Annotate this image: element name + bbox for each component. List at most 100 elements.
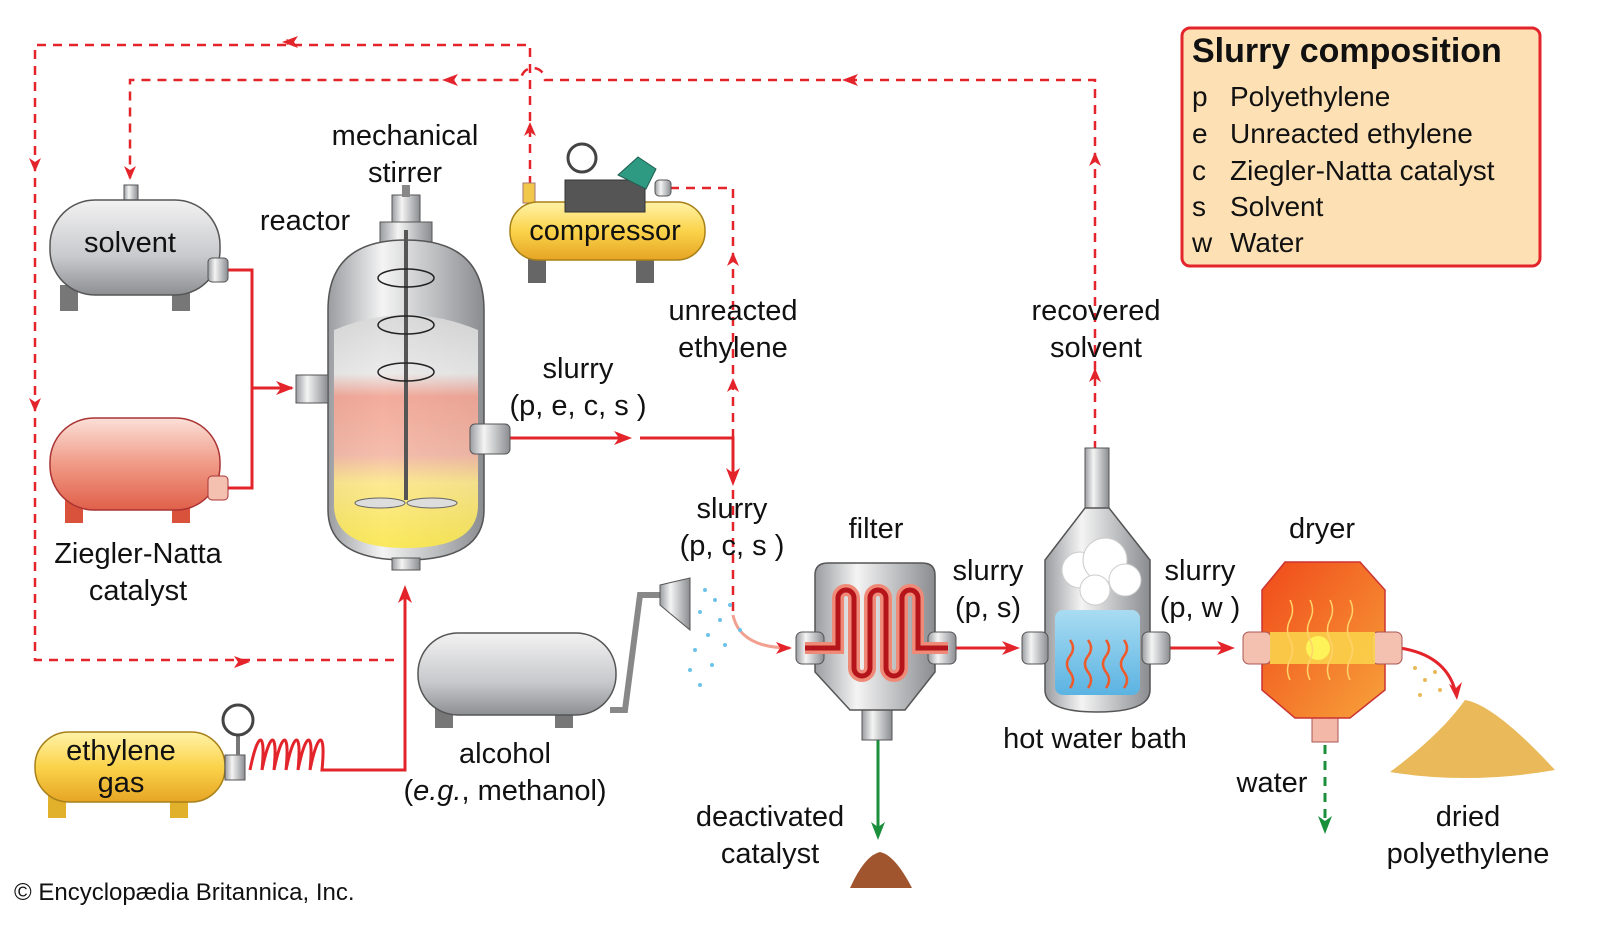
steam-cloud	[1061, 537, 1142, 606]
heat-waves	[1286, 599, 1354, 681]
alcohol-tank	[417, 577, 742, 728]
recovered-solvent-label: recovered	[1032, 295, 1161, 327]
arrow-up-icon	[398, 585, 412, 603]
compressor	[509, 142, 706, 283]
main-flow-lines	[222, 268, 1462, 840]
arrow-down-icon	[1318, 816, 1332, 834]
reactor-outlet-line	[510, 436, 735, 478]
reactor	[295, 185, 511, 571]
solvent-catalyst-feed-line	[222, 268, 292, 490]
solvent-recycle-line	[128, 66, 1097, 450]
arrow-right-icon	[276, 381, 294, 395]
dried-polyethylene-label: dried	[1436, 801, 1501, 833]
recycle-lines	[29, 36, 1101, 668]
arrow-right-icon	[776, 642, 792, 654]
alcohol-label: (e.g., methanol)	[403, 775, 606, 807]
arrow-down-icon	[29, 158, 41, 172]
polyethylene-particles	[1413, 666, 1442, 697]
slurry-ps-label: slurry	[953, 555, 1024, 587]
arrow-up-icon	[1089, 368, 1101, 382]
catalyst-label: Ziegler-Natta	[54, 538, 222, 570]
heat-waves	[1065, 639, 1129, 689]
deactivated-catalyst-label: deactivated	[696, 801, 844, 833]
dryer	[1242, 561, 1403, 743]
svg-text:Solvent: Solvent	[1230, 191, 1324, 222]
legend-item: w Water	[1191, 227, 1304, 258]
svg-text:Polyethylene: Polyethylene	[1230, 81, 1390, 112]
arrow-up-icon	[727, 252, 739, 266]
copyright: © Encyclopædia Britannica, Inc.	[14, 879, 355, 906]
pressure-gauge-icon	[221, 703, 255, 737]
slurry-ps-label: (p, s)	[955, 592, 1021, 624]
slurry-pw-label: (p, w )	[1160, 592, 1241, 624]
slurry-to-filter-line	[731, 614, 791, 650]
compressor-label: compressor	[529, 215, 681, 247]
slurry-pecs-label: slurry	[543, 353, 614, 385]
coil	[248, 738, 340, 772]
hot-water-bath	[1021, 447, 1171, 713]
deactivated-catalyst-pile	[850, 852, 912, 888]
catalyst-tank	[49, 417, 229, 523]
solvent-tank	[49, 184, 229, 311]
svg-text:s: s	[1192, 191, 1206, 222]
dryer-output-line	[1399, 646, 1457, 691]
slurry-pw-label: slurry	[1165, 555, 1236, 587]
legend-item: e Unreacted ethylene	[1192, 118, 1473, 149]
legend-title: Slurry composition	[1192, 32, 1502, 70]
arrow-right-icon	[614, 431, 632, 445]
hot-water-bath-label: hot water bath	[1003, 723, 1187, 755]
ethylene-gas-label: gas	[98, 767, 145, 799]
arrow-down-icon	[124, 166, 136, 180]
unreacted-ethylene-line	[670, 186, 735, 438]
arrow-down-icon	[726, 468, 740, 486]
labels: solvent Ziegler-Natta catalyst reactor m…	[54, 120, 1549, 870]
svg-text:e: e	[1192, 118, 1208, 149]
svg-text:w: w	[1191, 227, 1213, 258]
catalyst-label: catalyst	[89, 575, 187, 607]
deactivated-catalyst-label: catalyst	[721, 838, 819, 870]
unreacted-ethylene-label: ethylene	[678, 332, 788, 364]
solvent-label: solvent	[84, 227, 176, 259]
stirrer-label: stirrer	[368, 157, 442, 189]
arrow-left-icon	[842, 74, 858, 86]
spray-icon	[688, 588, 742, 687]
svg-text:Water: Water	[1230, 227, 1304, 258]
legend-item: c Ziegler-Natta catalyst	[1192, 155, 1495, 186]
dryer-label: dryer	[1289, 513, 1355, 545]
dried-polyethylene-label: polyethylene	[1387, 838, 1550, 870]
pressure-gauge-icon	[566, 142, 598, 174]
recovered-solvent-label: solvent	[1050, 332, 1142, 364]
unreacted-ethylene-label: unreacted	[669, 295, 798, 327]
arrow-right-icon	[234, 656, 250, 668]
ethylene-feed-line	[340, 592, 407, 772]
slurry-composition-legend: Slurry composition p Polyethylene e Unreac…	[1180, 26, 1542, 268]
ethylene-gas-tank	[34, 703, 340, 818]
svg-text:Ziegler-Natta catalyst: Ziegler-Natta catalyst	[1230, 155, 1495, 186]
arrow-right-icon	[1002, 641, 1020, 655]
arrow-left-icon	[282, 36, 298, 48]
slurry-pcs-label: slurry	[697, 493, 768, 525]
arrow-up-icon	[1089, 152, 1101, 166]
slurry-pcs-label: (p, c, s )	[680, 530, 785, 562]
arrow-up-icon	[524, 122, 536, 136]
filter-label: filter	[849, 513, 904, 545]
arrow-up-icon	[727, 378, 739, 392]
dried-polyethylene-pile	[1390, 700, 1555, 779]
arrow-right-icon	[1217, 641, 1235, 655]
water-label: water	[1236, 767, 1308, 799]
svg-text:p: p	[1192, 81, 1208, 112]
svg-text:c: c	[1192, 155, 1206, 186]
slurry-pecs-label: (p, e, c, s )	[510, 390, 647, 422]
reactor-label: reactor	[260, 205, 351, 237]
arrow-left-icon	[442, 74, 458, 86]
arrow-down-icon	[29, 398, 41, 412]
filter	[795, 562, 957, 741]
arrow-down-icon	[1449, 682, 1462, 700]
stirrer-label: mechanical	[332, 120, 479, 152]
ethylene-gas-label: ethylene	[66, 735, 176, 767]
svg-text:Unreacted ethylene: Unreacted ethylene	[1230, 118, 1473, 149]
arrow-down-icon	[871, 822, 885, 840]
legend-item: s Solvent	[1192, 191, 1324, 222]
legend-item: p Polyethylene	[1192, 81, 1390, 112]
